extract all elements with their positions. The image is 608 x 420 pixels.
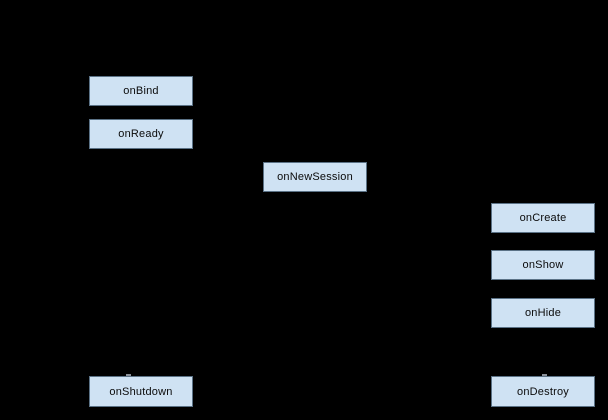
node-onnewsession: onNewSession <box>263 162 367 192</box>
arrow-tip-artifact <box>126 374 131 376</box>
node-onshutdown: onShutdown <box>89 376 193 407</box>
node-onshow: onShow <box>491 250 595 280</box>
arrow-tip-artifact <box>542 374 547 376</box>
node-oncreate: onCreate <box>491 203 595 233</box>
node-onready: onReady <box>89 119 193 149</box>
node-onhide: onHide <box>491 298 595 328</box>
node-onbind: onBind <box>89 76 193 106</box>
node-ondestroy: onDestroy <box>491 376 595 407</box>
